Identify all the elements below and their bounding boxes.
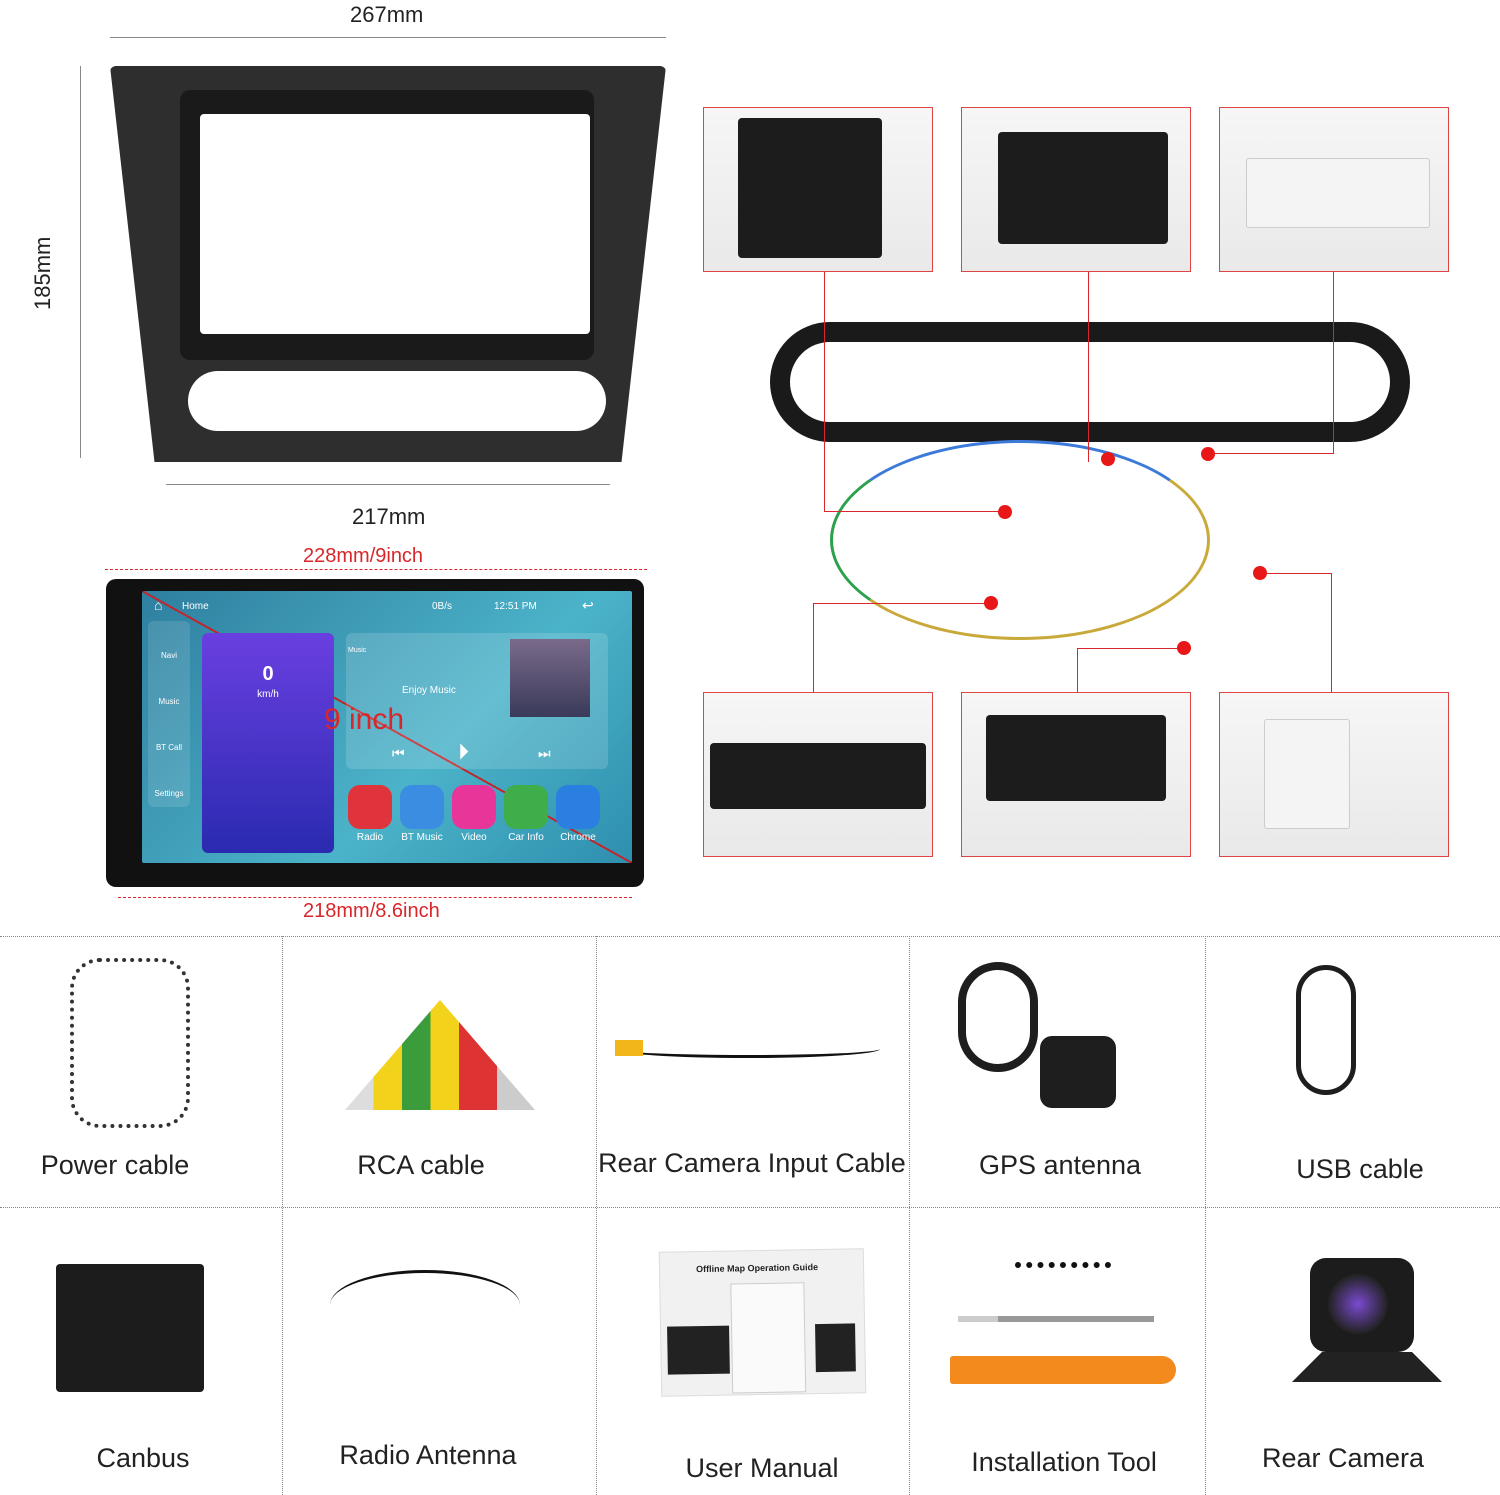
app-radio-label: Radio bbox=[356, 832, 384, 843]
album-art bbox=[510, 639, 590, 717]
home-label: Home bbox=[182, 601, 209, 612]
leader-line-4 bbox=[813, 603, 991, 692]
home-icon[interactable]: ⌂ bbox=[154, 597, 163, 613]
height-dimension-line bbox=[80, 66, 81, 458]
wire-bundle bbox=[830, 440, 1210, 640]
grid-divider bbox=[909, 936, 910, 1495]
speedometer-card[interactable]: 0 km/h bbox=[202, 633, 334, 853]
camera-mount bbox=[1292, 1352, 1442, 1382]
speed-unit: km/h bbox=[257, 689, 279, 700]
usb-cable-image bbox=[1296, 965, 1356, 1095]
side-item-music[interactable]: Music bbox=[158, 697, 180, 706]
label-rca-cable: RCA cable bbox=[357, 1150, 485, 1180]
app-chrome-label: Chrome bbox=[560, 832, 596, 843]
connector-photo-6 bbox=[1219, 692, 1449, 857]
grid-divider bbox=[0, 1207, 1500, 1208]
screen-display: ⌂ Home 0B/s 12:51 PM ↩ Navi Music BT Cal… bbox=[142, 591, 632, 863]
play-icon[interactable]: ⏵ bbox=[458, 739, 470, 764]
label-installation-tool: Installation Tool bbox=[971, 1447, 1157, 1477]
app-chrome-icon[interactable] bbox=[556, 785, 600, 829]
marker-dot bbox=[984, 596, 998, 610]
label-rear-camera: Rear Camera bbox=[1261, 1443, 1425, 1473]
grid-divider bbox=[1205, 936, 1206, 1495]
marker-dot bbox=[1253, 566, 1267, 580]
connector-photo-5 bbox=[961, 692, 1191, 857]
leader-line-3 bbox=[1208, 272, 1334, 454]
dash-frame bbox=[110, 66, 666, 462]
app-car-info-label: Car Info bbox=[508, 832, 544, 843]
canbus-image bbox=[56, 1264, 204, 1392]
app-bt-music-icon[interactable] bbox=[400, 785, 444, 829]
music-card[interactable]: Music Enjoy Music ⏮ ⏵ ⏭ bbox=[346, 633, 608, 769]
side-item-settings[interactable]: Settings bbox=[154, 789, 184, 798]
diagonal-label: 9 inch bbox=[324, 703, 405, 736]
music-title: Music bbox=[348, 647, 367, 654]
screws-image bbox=[1015, 1262, 1111, 1288]
manual-title: Offline Map Operation Guide bbox=[695, 1262, 819, 1275]
radio-antenna-image bbox=[330, 1270, 520, 1340]
gps-antenna-image bbox=[1040, 1036, 1116, 1108]
app-video-label: Video bbox=[461, 832, 487, 843]
grid-divider bbox=[0, 936, 1500, 937]
connector-photo-1 bbox=[703, 107, 933, 272]
screen-inner-width-label: 218mm/8.6inch bbox=[303, 900, 440, 922]
label-power-cable: Power cable bbox=[40, 1150, 190, 1180]
grid-divider bbox=[282, 936, 283, 1495]
leader-line-2 bbox=[1088, 272, 1108, 462]
clock: 12:51 PM bbox=[494, 601, 537, 612]
rca-cable-image bbox=[345, 1000, 535, 1110]
marker-dot bbox=[1177, 641, 1191, 655]
screen-width-label: 228mm/9inch bbox=[303, 545, 424, 567]
music-subtitle: Enjoy Music bbox=[402, 685, 456, 696]
inner-width-dimension-line bbox=[166, 484, 610, 485]
pry-tool-image bbox=[950, 1356, 1176, 1384]
label-user-manual: User Manual bbox=[685, 1453, 839, 1483]
marker-dot bbox=[1101, 452, 1115, 466]
power-cable-image bbox=[70, 958, 190, 1128]
leader-line-6 bbox=[1260, 573, 1332, 692]
label-usb-cable: USB cable bbox=[1296, 1154, 1424, 1184]
label-canbus: Canbus bbox=[96, 1443, 190, 1473]
leader-line-5 bbox=[1077, 648, 1184, 692]
app-radio-icon[interactable] bbox=[348, 785, 392, 829]
gps-cable bbox=[958, 962, 1038, 1072]
rear-camera-input-cable-image bbox=[615, 1040, 880, 1058]
network-status: 0B/s bbox=[432, 601, 453, 612]
screwdriver-image bbox=[958, 1316, 1154, 1322]
side-item-navi[interactable]: Navi bbox=[160, 651, 177, 660]
side-item-bt-call[interactable]: BT Call bbox=[155, 743, 183, 752]
user-manual-image: Offline Map Operation Guide bbox=[658, 1248, 867, 1397]
rear-camera-image bbox=[1310, 1258, 1414, 1352]
leader-line-1 bbox=[824, 272, 1004, 512]
connector-photo-2 bbox=[961, 107, 1191, 272]
app-bt-music-label: BT Music bbox=[401, 832, 443, 843]
label-rear-camera-input-cable: Rear Camera Input Cable bbox=[598, 1148, 906, 1178]
app-car-info-icon[interactable] bbox=[504, 785, 548, 829]
app-video-icon[interactable] bbox=[452, 785, 496, 829]
width-dimension-line bbox=[110, 37, 666, 38]
back-icon[interactable]: ↩ bbox=[582, 597, 594, 613]
speed-value: 0 bbox=[262, 663, 274, 685]
label-radio-antenna: Radio Antenna bbox=[339, 1440, 517, 1470]
marker-dot bbox=[998, 505, 1012, 519]
head-unit: ⌂ Home 0B/s 12:51 PM ↩ Navi Music BT Cal… bbox=[106, 579, 644, 887]
side-nav: Navi Music BT Call Settings bbox=[148, 621, 190, 807]
grid-divider bbox=[596, 936, 597, 1495]
prev-icon[interactable]: ⏮ bbox=[392, 745, 405, 761]
frame-width-label: 267mm bbox=[350, 2, 424, 27]
frame-height-label: 185mm bbox=[30, 236, 55, 310]
screen-inner-width-line bbox=[118, 897, 632, 898]
next-icon[interactable]: ⏭ bbox=[538, 745, 551, 761]
connector-photo-3 bbox=[1219, 107, 1449, 272]
screen-width-line bbox=[105, 569, 647, 570]
frame-inner-width-label: 217mm bbox=[352, 504, 426, 529]
connector-photo-4 bbox=[703, 692, 933, 857]
marker-dot bbox=[1201, 447, 1215, 461]
label-gps-antenna: GPS antenna bbox=[978, 1150, 1142, 1180]
